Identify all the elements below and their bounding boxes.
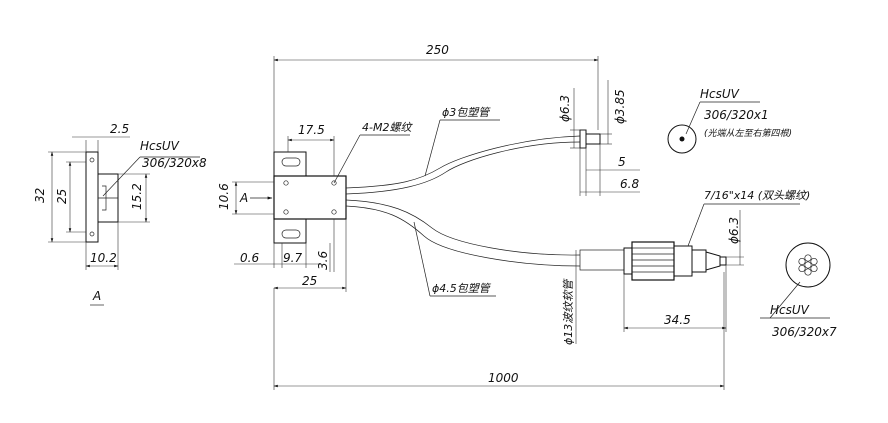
dim-2-5: 2.5 <box>110 122 129 136</box>
tube-phi4-5-label: ϕ4.5包塑管 <box>432 282 492 295</box>
dim-0-6: 0.6 <box>240 251 259 265</box>
corrugated-hose <box>579 249 625 271</box>
tube-phi3-label: ϕ3包塑管 <box>442 106 491 119</box>
upper-ferrule <box>579 129 587 149</box>
tr-callout-spec: 306/320x1 <box>704 108 769 122</box>
bundle-section <box>785 242 831 288</box>
tr-callout-material: HcsUV <box>700 87 740 101</box>
dim-17-5: 17.5 <box>298 123 325 137</box>
br-callout-material: HcsUV <box>770 303 810 317</box>
bottom-flange <box>273 218 307 244</box>
lower-cable <box>345 199 581 256</box>
dim-10-6: 10.6 <box>217 183 231 210</box>
upper-d6-8: 6.8 <box>620 177 639 191</box>
dim-10-2: 10.2 <box>90 251 117 265</box>
tr-callout-note: (光端从左至右第四根) <box>704 128 792 139</box>
dim-34-5: 34.5 <box>664 313 691 327</box>
cable-branches: ϕ3包塑管 ϕ6.3 ϕ3.85 5 6.8 ϕ4.5包塑管 ϕ13波纹软管 <box>345 80 640 345</box>
top-right-callout: HcsUV 306/320x1 (光端从左至右第四根) <box>667 87 792 154</box>
lower-phi6-3: ϕ6.3 <box>727 217 741 244</box>
dim-15-2: 15.2 <box>130 183 144 210</box>
upper-phi6-3: ϕ6.3 <box>558 95 572 122</box>
dim-1000: 1000 <box>488 371 519 385</box>
dim-25-left: 25 <box>55 189 69 204</box>
upper-cable <box>345 135 581 189</box>
center-connector-view: 250 17.5 4-M2螺纹 10.6 A 0.6 9.7 3.6 25 <box>217 43 725 390</box>
upper-d5: 5 <box>618 155 626 169</box>
top-flange <box>273 151 307 177</box>
hose-phi13-label: ϕ13波纹软管 <box>562 278 575 345</box>
dim-3-6: 3.6 <box>316 251 330 270</box>
left-callout-material: HcsUV <box>140 139 180 153</box>
br-callout-spec: 306/320x7 <box>772 325 837 339</box>
dim-32: 32 <box>33 188 47 203</box>
left-side-view: 2.5 32 25 15.2 10.2 HcsUV 306/320x8 A <box>33 122 207 306</box>
upper-phi3-85: ϕ3.85 <box>613 89 627 124</box>
dim-250: 250 <box>426 43 449 57</box>
left-callout-spec: 306/320x8 <box>142 156 207 170</box>
dim-25-center: 25 <box>302 274 317 288</box>
bottom-right-callout: HcsUV 306/320x7 <box>760 242 837 339</box>
single-fiber-section <box>667 124 697 154</box>
thread-7-16-label: 7/16"x14 (双头螺纹) <box>704 189 810 202</box>
left-plate <box>85 151 99 243</box>
connector-body <box>273 175 347 220</box>
fc-connector: 7/16"x14 (双头螺纹) ϕ6.3 34.5 <box>623 189 810 332</box>
section-label-a: A <box>92 289 101 303</box>
thread-m2-label: 4-M2螺纹 <box>362 121 413 134</box>
ref-arrow-a: A <box>239 191 248 205</box>
dim-9-7: 9.7 <box>283 251 302 265</box>
